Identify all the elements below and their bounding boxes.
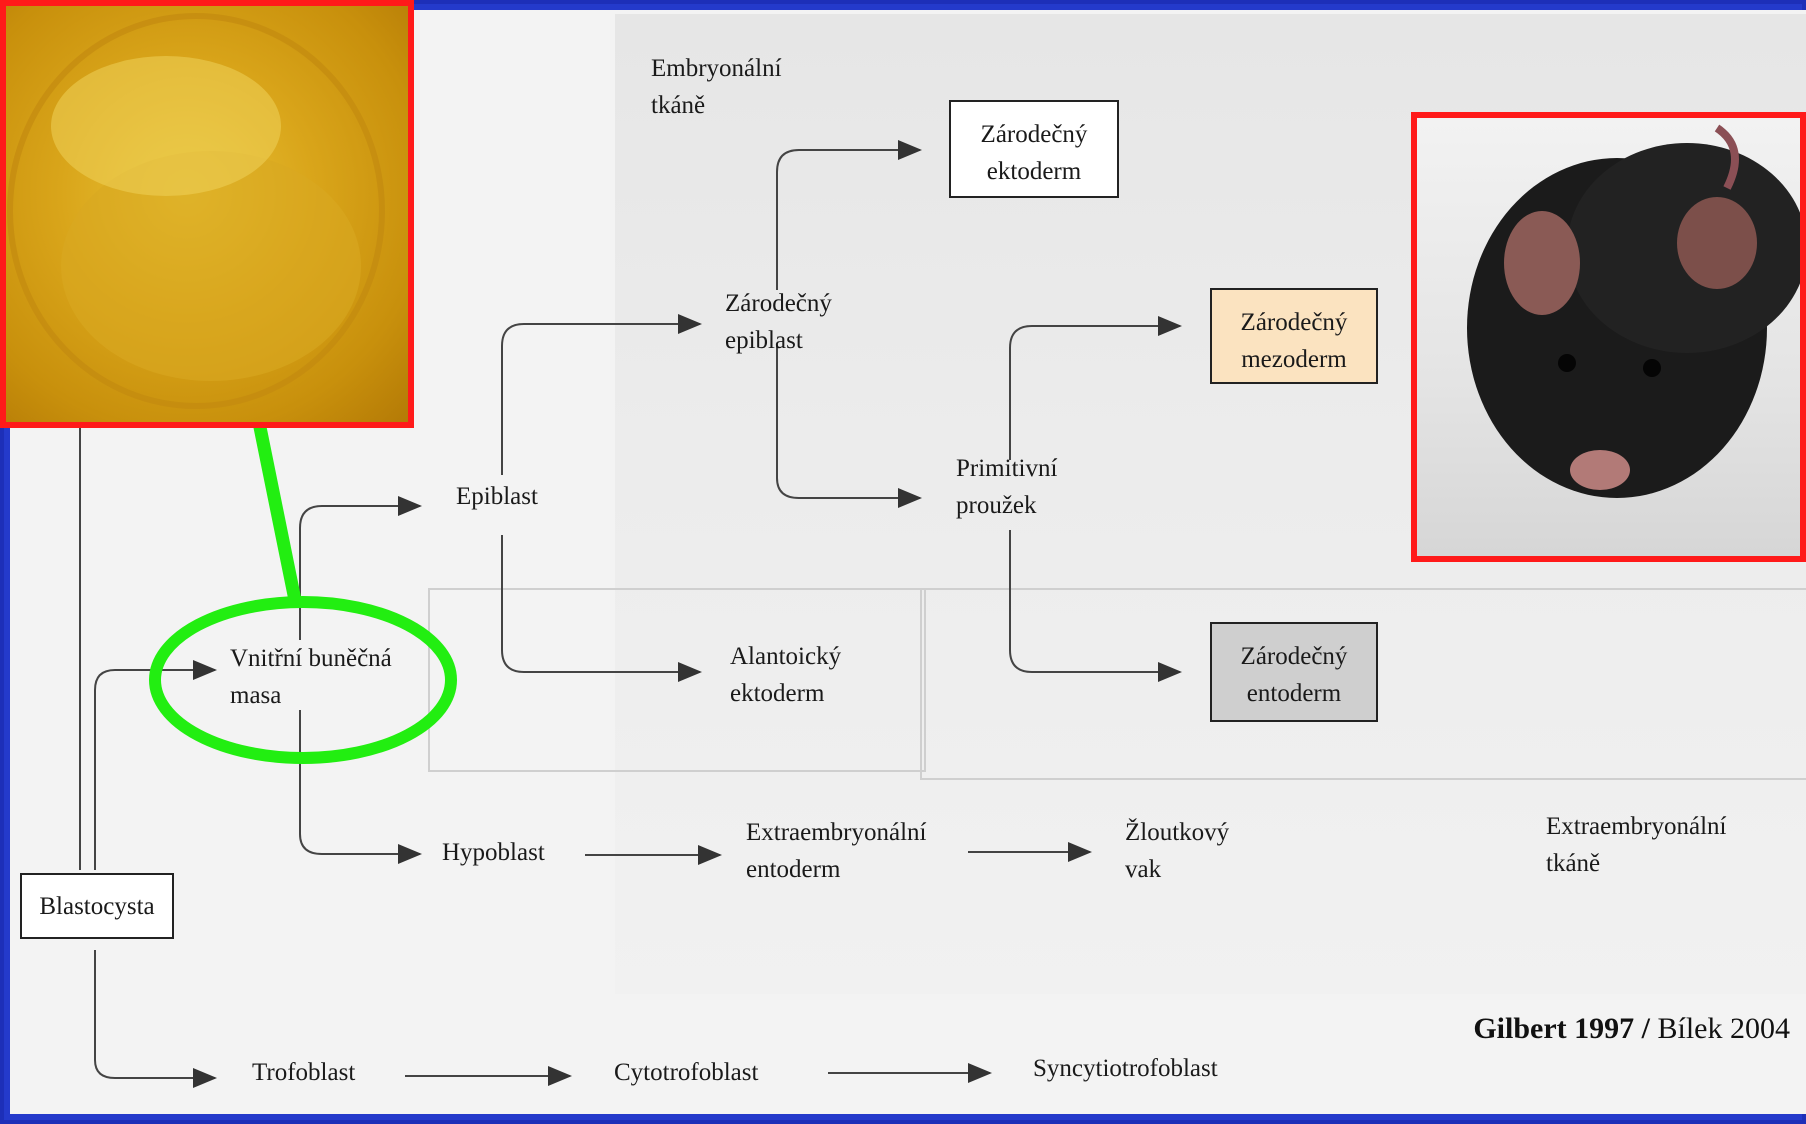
figure-panel-border — [920, 588, 1806, 780]
arrow-streak-to-endoderm — [1009, 530, 1182, 682]
syncytiotrophoblast-label: Syncytiotrofoblast — [1033, 1055, 1218, 1082]
citation-bilek: Bílek 2004 — [1650, 1012, 1791, 1045]
embryo-image — [7, 13, 385, 409]
black-mouse-photo — [1411, 112, 1806, 562]
extraembryonic-endoderm-label: Extraembryonální entoderm — [746, 819, 927, 883]
arrow-icm-to-epiblast — [299, 496, 422, 640]
inner-cell-mass-label: Vnitřní buněčná masa — [230, 645, 392, 709]
arrow-icm-to-hypoblast — [299, 710, 422, 864]
arrow-blastocyst-to-inner-cell-mass — [94, 660, 217, 870]
embryonic-tissues-label: Embryonální tkáně — [651, 55, 782, 119]
arrow-germ-epiblast-to-streak — [776, 345, 922, 508]
blastocyst-photo — [0, 0, 414, 428]
cytotrophoblast-label: Cytotrofoblast — [614, 1059, 759, 1086]
mouse-image — [1467, 124, 1800, 498]
yolk-sac-label: Žloutkový vak — [1125, 819, 1230, 883]
arrow-blastocyst-to-trophoblast — [94, 950, 217, 1088]
germ-ectoderm-box: Zárodečný ektoderm — [949, 100, 1119, 198]
figure-panel-border — [428, 588, 926, 772]
extraembryonic-tissues-label: Extraembryonální tkáně — [1546, 813, 1727, 877]
allantoic-ectoderm-label: Alantoický ektoderm — [730, 643, 842, 707]
inner-cell-mass-highlight-ellipse — [149, 596, 457, 764]
trophoblast-label: Trofoblast — [252, 1059, 356, 1086]
primitive-streak-label: Primitivní proužek — [956, 455, 1058, 519]
germ-epiblast-label: Zárodečný epiblast — [725, 290, 832, 354]
citation-credit: Gilbert 1997 / Bílek 2004 — [1473, 1012, 1790, 1046]
germ-mesoderm-box: Zárodečný mezoderm — [1210, 288, 1378, 384]
epiblast-label: Epiblast — [456, 483, 538, 510]
arrow-epiblast-to-germ-epiblast — [501, 314, 702, 475]
citation-gilbert: Gilbert 1997 / — [1473, 1012, 1650, 1045]
arrow-streak-to-mesoderm — [1009, 316, 1182, 460]
germ-endoderm-box: Zárodečný entoderm — [1210, 622, 1378, 722]
hypoblast-label: Hypoblast — [442, 839, 545, 866]
blastocyst-box: Blastocysta — [20, 873, 174, 939]
arrow-germ-epiblast-to-ectoderm — [776, 140, 922, 290]
arrow-epiblast-to-allantoic — [501, 535, 702, 682]
